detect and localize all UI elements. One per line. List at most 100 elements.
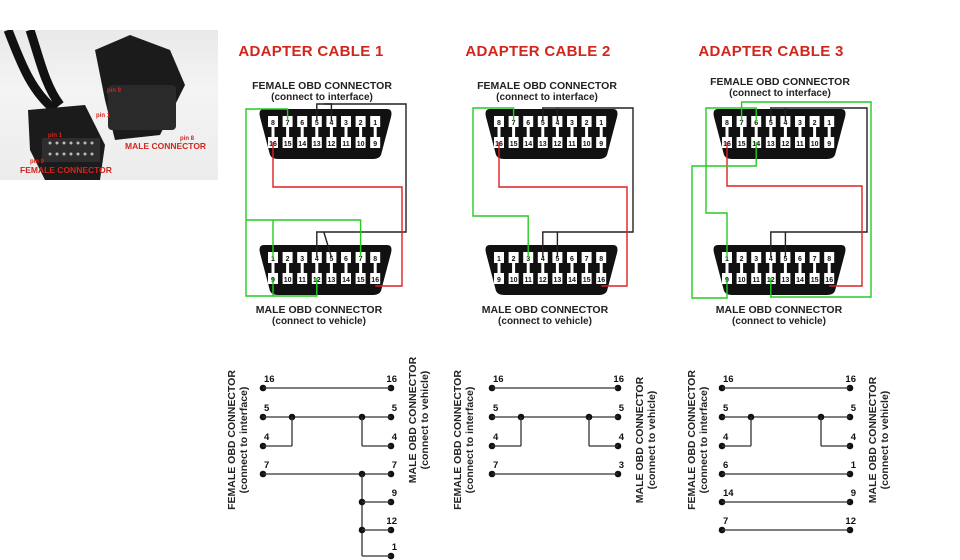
cable-1-female-label: FEMALE OBD CONNECTOR(connect to interfac… — [222, 80, 422, 104]
pin-slot — [359, 127, 363, 133]
pin-cell — [341, 137, 351, 148]
pin-slot — [798, 269, 802, 274]
pin-slot — [599, 127, 603, 133]
pin-label: 10 — [284, 277, 292, 284]
pin-cell — [523, 252, 534, 263]
schem-right-pin-label: 3 — [619, 460, 624, 471]
pin-slot — [497, 133, 501, 138]
pin-label: 1 — [599, 120, 603, 127]
pin-slot — [541, 263, 545, 269]
pin-slot — [740, 263, 744, 269]
pin-slot — [329, 263, 333, 269]
pin-cell — [355, 137, 366, 148]
schem-2-right-label: MALE OBD CONNECTOR(connect to vehicle) — [634, 365, 658, 515]
schem-left-pin-label: 5 — [723, 403, 729, 414]
pin-slot — [344, 269, 348, 274]
pin-label: 16 — [825, 277, 833, 284]
pin-label: 16 — [371, 277, 379, 284]
male-label-sub: (connect to vehicle) — [498, 316, 592, 327]
right-label-text: MALE OBD CONNECTOR — [407, 356, 419, 484]
cable-1-male-label: MALE OBD CONNECTOR(connect to vehicle) — [219, 304, 419, 328]
pin-cell — [326, 252, 337, 263]
pin-slot — [740, 127, 744, 133]
pin-slot — [585, 263, 589, 269]
pin-slot — [827, 269, 831, 274]
schem-left-pin-label: 5 — [264, 403, 270, 414]
pin-label: 2 — [512, 256, 516, 263]
pin-slot — [271, 269, 275, 274]
pin-cell — [751, 273, 762, 284]
right-label-sub: (connect to vehicle) — [879, 390, 891, 490]
pin-cell — [736, 252, 747, 263]
pin-cell — [581, 116, 592, 127]
pin-cell — [581, 137, 592, 148]
pin-label: 3 — [526, 256, 530, 263]
pin-label: 15 — [357, 277, 365, 284]
schem-3-right-label: MALE OBD CONNECTOR(connect to vehicle) — [867, 365, 891, 515]
photo-label-pin1-male: pin 1 — [96, 113, 111, 119]
pin-slot — [329, 127, 333, 133]
pin-slot — [783, 269, 787, 274]
pin-cell — [751, 116, 762, 127]
pin-slot — [599, 269, 603, 274]
pin-slot — [725, 133, 729, 138]
pin-slot — [373, 133, 377, 138]
pin-cell — [751, 252, 762, 263]
pin-cell — [355, 252, 366, 263]
pin-label: 15 — [738, 141, 746, 148]
pin-slot — [725, 269, 729, 274]
pin-slot — [754, 127, 758, 133]
pin-label: 16 — [597, 277, 605, 284]
pin-label: 3 — [570, 120, 574, 127]
pin-cell — [311, 252, 322, 263]
male-label-text: MALE OBD CONNECTOR — [715, 304, 843, 316]
schem-2-left-label: FEMALE OBD CONNECTOR(connect to interfac… — [452, 365, 476, 515]
pin-slot — [315, 269, 319, 274]
pin-label: 10 — [738, 277, 746, 284]
pin-cell — [824, 116, 835, 127]
wire-pin14-pin9 — [691, 142, 757, 299]
schem-right-pin-label: 12 — [386, 516, 397, 527]
pin-label: 2 — [286, 256, 290, 263]
pin-slot — [286, 263, 290, 269]
wire-pin5-pin5 — [316, 103, 407, 257]
pin-label: 8 — [497, 120, 501, 127]
pin-label: 3 — [754, 256, 758, 263]
pin-label: 1 — [827, 120, 831, 127]
pin-slot — [599, 263, 603, 269]
pin-cell — [537, 252, 548, 263]
left-label-sub: (connect to interface) — [238, 386, 250, 494]
schem-left-pin-label: 6 — [723, 460, 728, 471]
pin-slot — [769, 263, 773, 269]
pin-label: 9 — [497, 277, 501, 284]
pin-cell — [780, 116, 791, 127]
pin-label: 11 — [342, 141, 350, 148]
pin-slot — [585, 269, 589, 274]
pin-label: 14 — [524, 141, 532, 148]
pin-label: 15 — [284, 141, 292, 148]
pin-slot — [344, 263, 348, 269]
pin-slot — [359, 269, 363, 274]
pin-slot — [541, 133, 545, 138]
pin-slot — [570, 263, 574, 269]
pin-label: 14 — [298, 141, 306, 148]
pin-slot — [740, 133, 744, 138]
schem-left-pin-label: 4 — [264, 432, 270, 443]
female-label-text: FEMALE OBD CONNECTOR — [710, 76, 850, 88]
pin-cell — [494, 116, 504, 127]
pin-label: 4 — [541, 256, 545, 263]
pin-label: 5 — [783, 256, 787, 263]
pin-cell — [355, 116, 366, 127]
schem-3-left-label: FEMALE OBD CONNECTOR(connect to interfac… — [686, 365, 710, 515]
male-label-sub: (connect to vehicle) — [732, 316, 826, 327]
pin-slot — [740, 269, 744, 274]
wire-pin7-pin9 — [245, 108, 289, 297]
pin-slot — [359, 133, 363, 138]
schem-right-pin-label: 9 — [851, 488, 856, 499]
pin-slot — [827, 133, 831, 138]
pin-label: 14 — [342, 277, 350, 284]
